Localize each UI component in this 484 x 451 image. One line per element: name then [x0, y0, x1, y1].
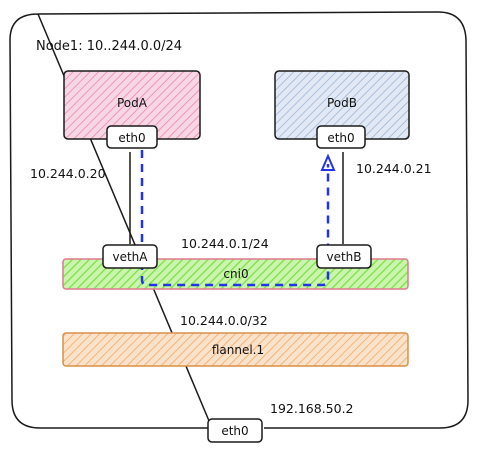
- pod-b: PodB: [274, 70, 410, 140]
- node-title: Node1: 10..244.0.0/24: [36, 39, 182, 54]
- host-eth0-label: eth0: [221, 424, 248, 438]
- traffic-arrowhead: [320, 153, 336, 171]
- flannel-ip: 10.244.0.0/32: [180, 313, 268, 328]
- pod-a-label: PodA: [117, 96, 148, 110]
- traffic-path: [140, 150, 330, 287]
- cni0-ip: 10.244.0.1/24: [181, 236, 269, 251]
- veth-a: vethA: [102, 244, 158, 269]
- pod-a: PodA: [63, 70, 201, 140]
- host-ip: 192.168.50.2: [270, 401, 354, 416]
- pod-b-ip: 10.244.0.21: [356, 161, 432, 176]
- node-boundary: [9, 11, 469, 429]
- flannel-label: flannel.1: [212, 343, 264, 357]
- veth-b-label: vethB: [326, 250, 361, 264]
- flannel-interface: [62, 332, 409, 367]
- host-eth0: eth0: [207, 418, 263, 443]
- veth-a-label: vethA: [112, 250, 148, 264]
- pod-b-eth0-label: eth0: [327, 131, 354, 145]
- pod-b-label: PodB: [327, 96, 357, 110]
- pod-a-ip: 10.244.0.20: [30, 166, 106, 181]
- pod-b-eth0: eth0: [316, 125, 366, 149]
- veth-b: vethB: [316, 244, 372, 269]
- cni0-label: cni0: [223, 267, 248, 281]
- pod-a-eth0: eth0: [106, 125, 158, 149]
- pod-a-eth0-label: eth0: [118, 131, 145, 145]
